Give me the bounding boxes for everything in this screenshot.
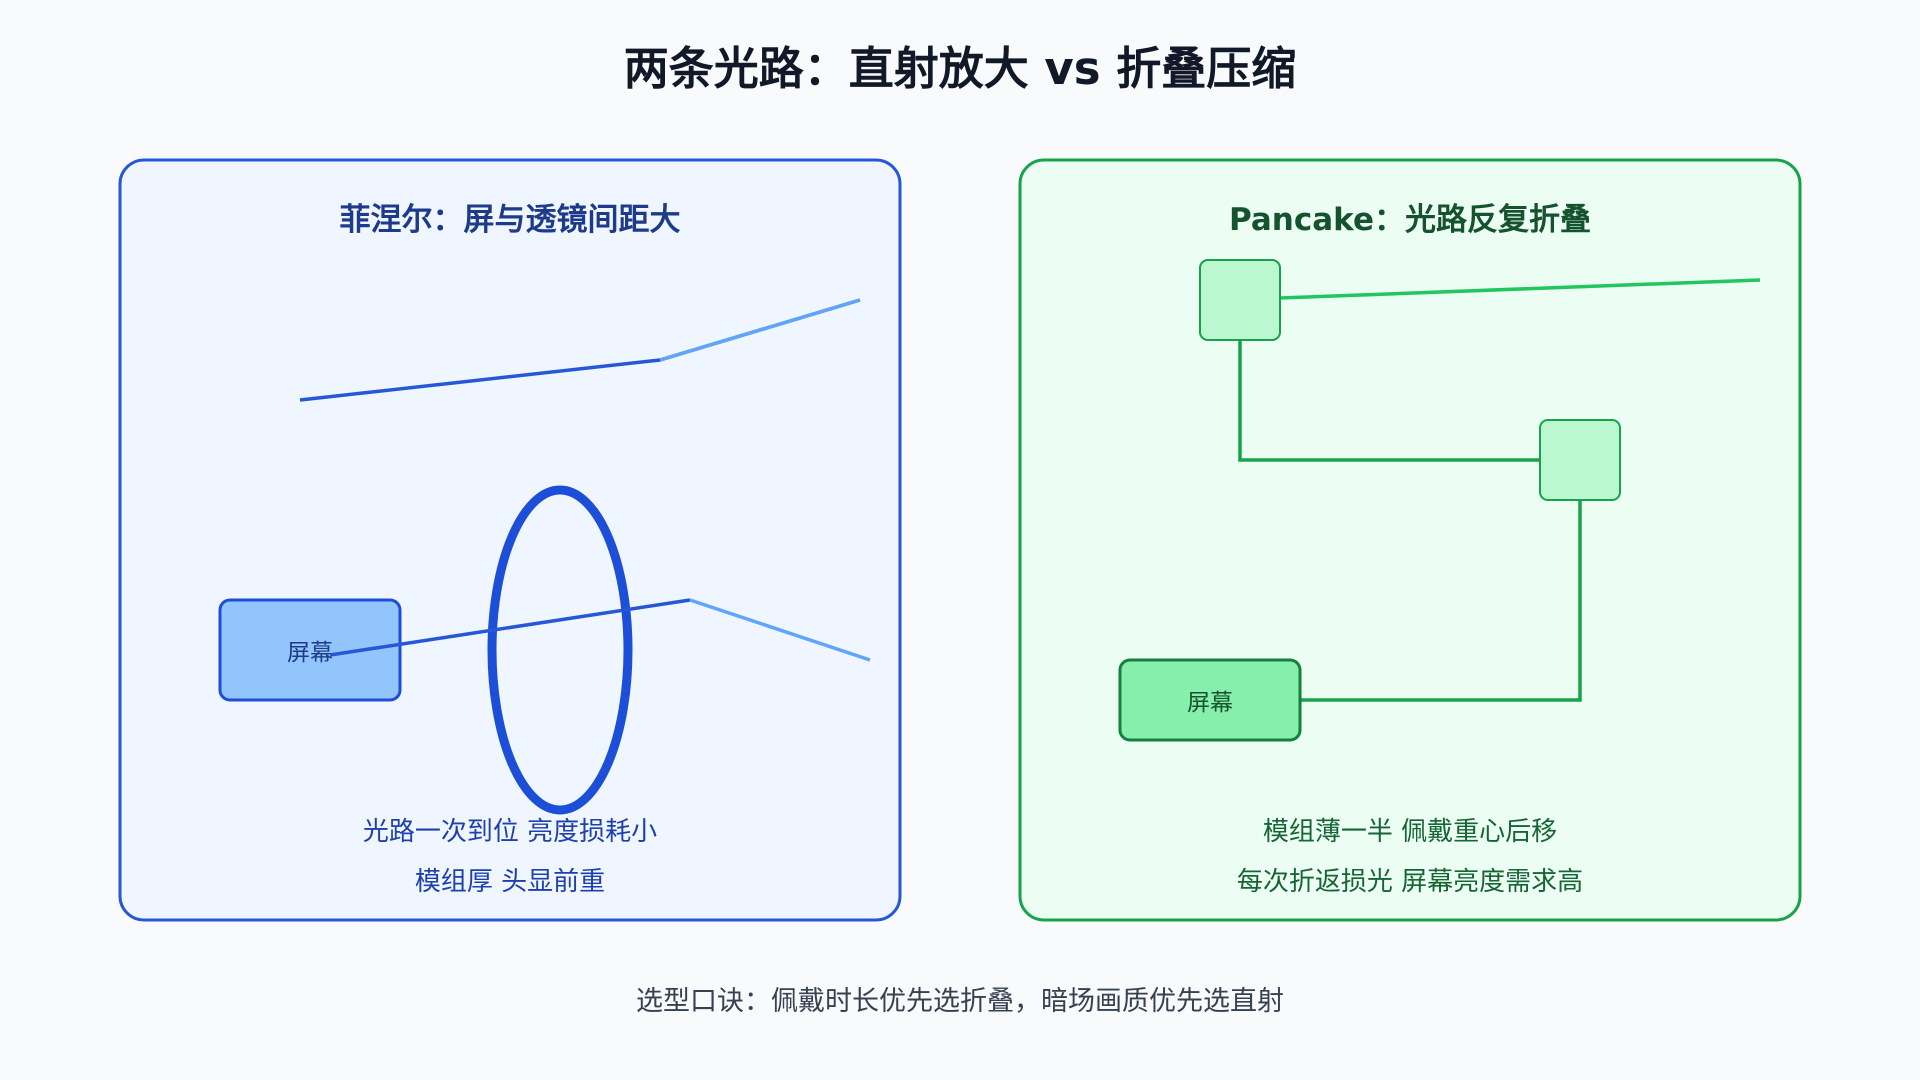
fresnel-lower-ray-near xyxy=(329,598,691,657)
fresnel-panel-title: 菲涅尔：屏与透镜间距大 xyxy=(340,202,681,238)
fresnel-lens xyxy=(487,485,633,815)
pancake-panel: Pancake：光路反复折叠 屏幕 模组薄一半 佩戴重心后移 每次折返损光 屏幕… xyxy=(1018,158,1802,922)
pancake-screen-label: 屏幕 xyxy=(1187,690,1233,716)
fresnel-caption-1: 光路一次到位 亮度损耗小 xyxy=(363,817,657,847)
fresnel-lower-ray-far xyxy=(689,598,871,662)
fresnel-screen xyxy=(218,598,402,702)
fresnel-upper-ray-far xyxy=(659,298,861,362)
pancake-panel-title: Pancake：光路反复折叠 xyxy=(1229,202,1591,238)
fresnel-panel: 菲涅尔：屏与透镜间距大 屏幕 光路一次到位 亮度损耗小 模组厚 头显前重 xyxy=(118,158,902,922)
footer-tip: 选型口诀：佩戴时长优先选折叠，暗场画质优先选直射 xyxy=(636,986,1284,1017)
pancake-exit-ray xyxy=(1279,278,1761,300)
pancake-caption-2: 每次折返损光 屏幕亮度需求高 xyxy=(1237,867,1583,897)
fresnel-screen-label: 屏幕 xyxy=(287,640,333,666)
pancake-right-element xyxy=(1539,419,1621,501)
page-title: 两条光路：直射放大 vs 折叠压缩 xyxy=(624,42,1296,95)
pancake-panel-frame xyxy=(1018,158,1802,922)
pancake-screen xyxy=(1118,658,1302,742)
pancake-caption-1: 模组薄一半 佩戴重心后移 xyxy=(1263,817,1557,847)
pancake-upper-element xyxy=(1199,259,1281,341)
fresnel-caption-2: 模组厚 头显前重 xyxy=(415,867,605,897)
